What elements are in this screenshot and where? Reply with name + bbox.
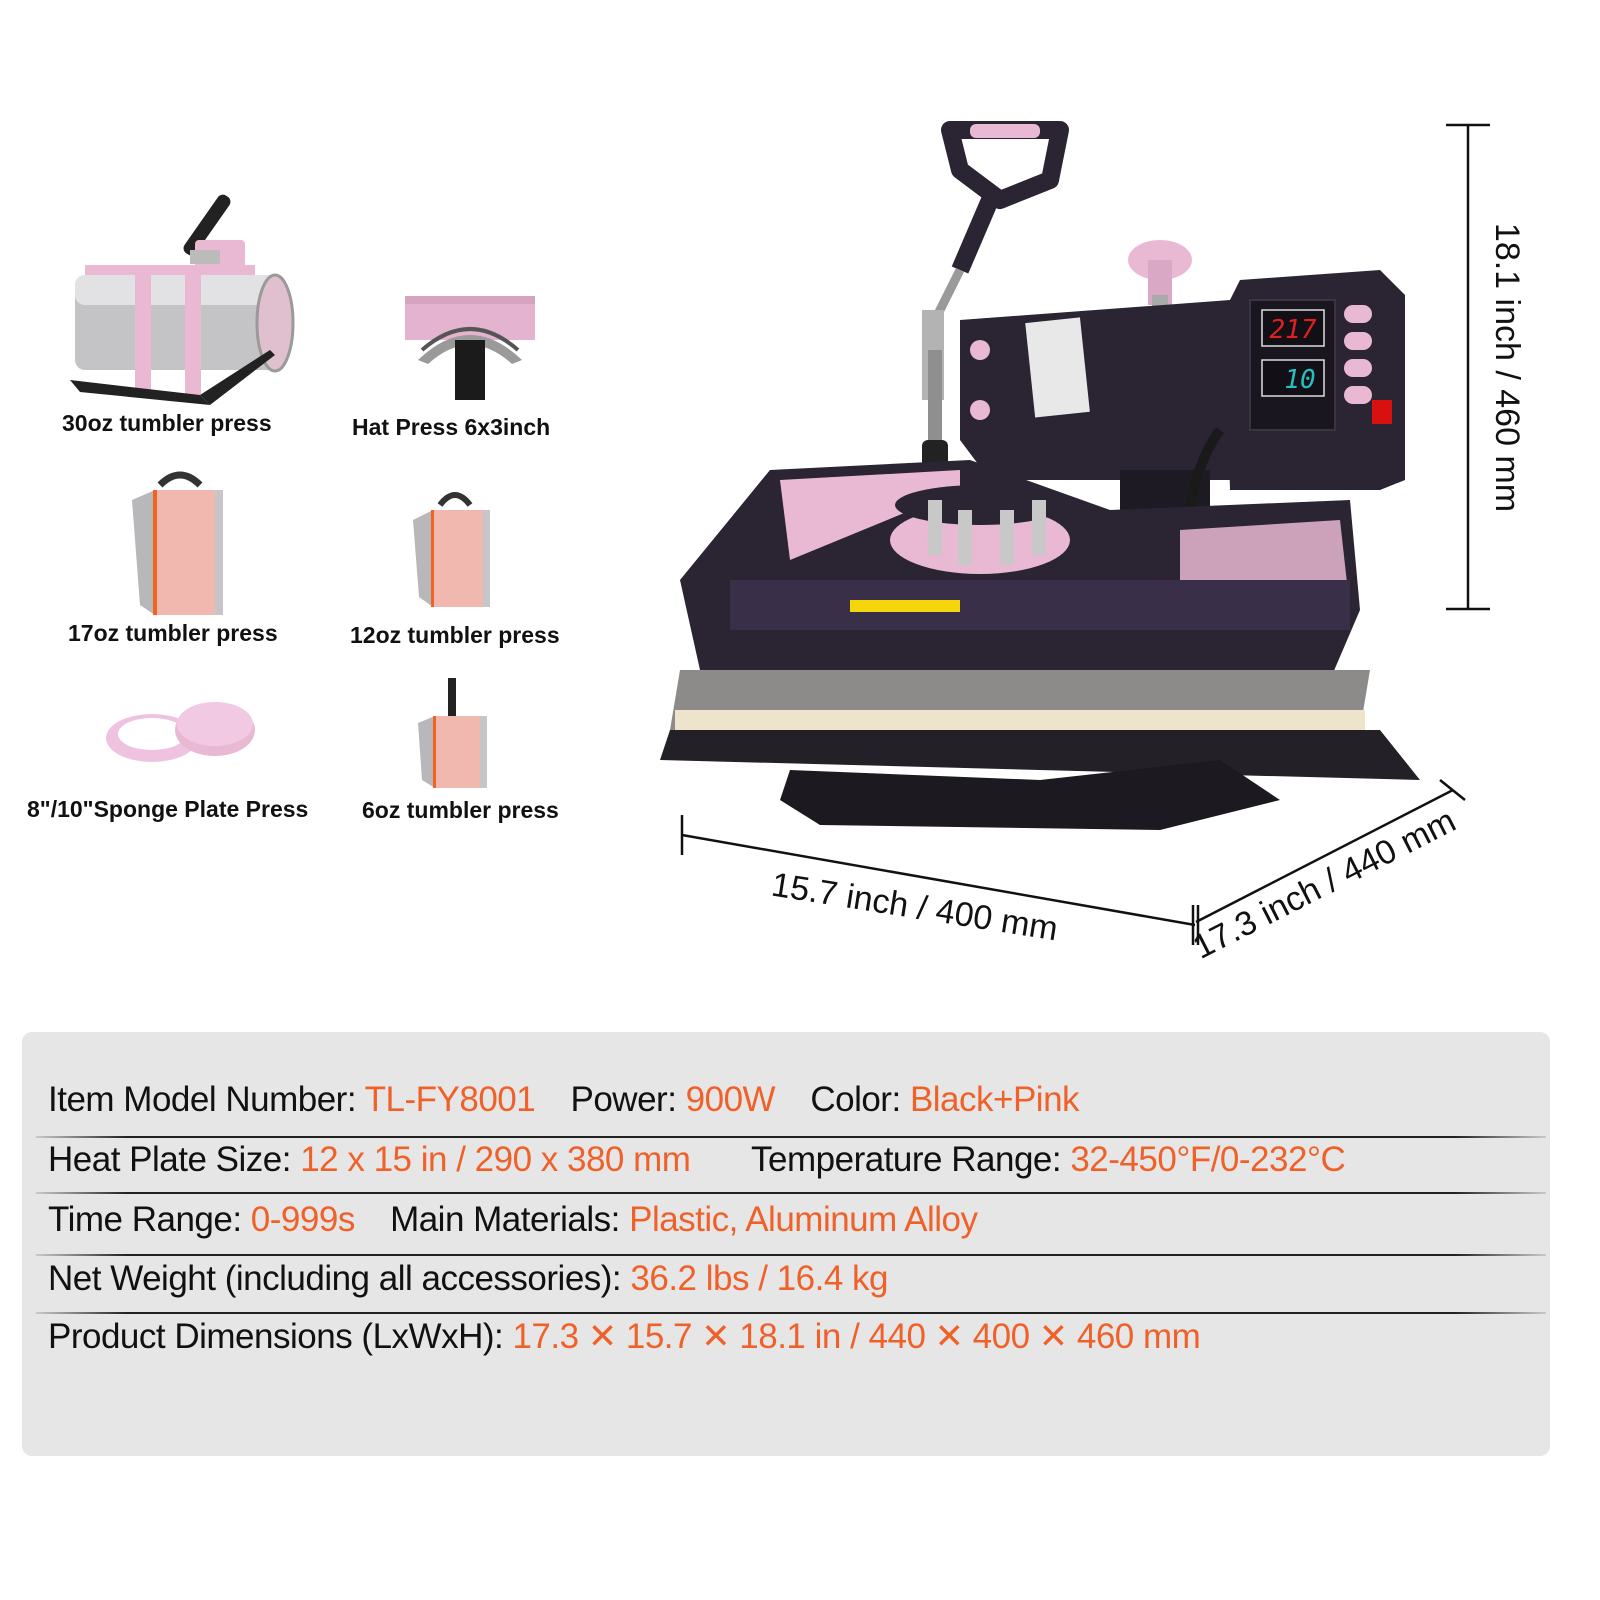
power-key: Power:	[570, 1080, 677, 1119]
model-key: Item Model Number:	[48, 1080, 357, 1119]
dimension-height-label: 18.1 inch / 460 mm	[1488, 222, 1527, 513]
accessory-label-30oz: 30oz tumbler press	[62, 410, 272, 436]
sponge-plate-press-icon	[100, 690, 260, 770]
weight-key: Net Weight (including all accessories):	[48, 1259, 622, 1298]
dimensions-value: 17.3 ✕ 15.7 ✕ 18.1 in / 440 ✕ 400 ✕ 460 …	[512, 1317, 1201, 1356]
spec-row-plate-temp: Heat Plate Size: 12 x 15 in / 290 x 380 …	[48, 1140, 1346, 1180]
tumbler-17oz-press-icon	[120, 465, 240, 620]
accessory-label-sponge: 8"/10"Sponge Plate Press	[27, 796, 309, 822]
dimensions-key: Product Dimensions (LxWxH):	[48, 1317, 504, 1356]
weight-value: 36.2 lbs / 16.4 kg	[630, 1259, 888, 1298]
accessory-label-17oz: 17oz tumbler press	[68, 620, 278, 646]
color-value: Black+Pink	[909, 1080, 1080, 1119]
power-value: 900W	[685, 1080, 776, 1119]
color-key: Color:	[810, 1080, 901, 1119]
model-value: TL-FY8001	[364, 1080, 536, 1119]
time-range-value: 0-999s	[250, 1200, 356, 1239]
spec-row-model-power-color: Item Model Number: TL-FY8001 Power: 900W…	[48, 1080, 1080, 1120]
temp-readout: 217	[1270, 315, 1317, 345]
plate-size-key: Heat Plate Size:	[48, 1140, 291, 1179]
hat-press-icon	[400, 290, 540, 410]
tumbler-30oz-press-icon	[60, 180, 300, 420]
accessory-label-6oz: 6oz tumbler press	[362, 797, 559, 823]
spec-row-dimensions: Product Dimensions (LxWxH): 17.3 ✕ 15.7 …	[48, 1317, 1201, 1357]
spec-divider	[36, 1312, 1546, 1314]
tumbler-6oz-press-icon	[410, 678, 500, 793]
heat-press-machine: 217 10	[660, 110, 1420, 830]
accessory-label-hat: Hat Press 6x3inch	[352, 414, 551, 440]
materials-key: Main Materials:	[390, 1200, 620, 1239]
spec-row-time-materials: Time Range: 0-999s Main Materials: Plast…	[48, 1200, 978, 1240]
materials-value: Plastic, Aluminum Alloy	[629, 1200, 978, 1239]
spec-divider	[36, 1192, 1546, 1194]
time-readout: 10	[1284, 365, 1315, 395]
spec-panel: Item Model Number: TL-FY8001 Power: 900W…	[22, 1032, 1550, 1456]
spec-divider	[36, 1254, 1546, 1256]
spec-divider	[36, 1136, 1546, 1138]
accessory-label-12oz: 12oz tumbler press	[350, 622, 560, 648]
spec-row-weight: Net Weight (including all accessories): …	[48, 1259, 888, 1299]
tumbler-12oz-press-icon	[405, 485, 505, 610]
temp-range-value: 32-450°F/0-232°C	[1070, 1140, 1346, 1179]
dimension-width-label: 15.7 inch / 400 mm	[768, 865, 1061, 949]
temp-range-key: Temperature Range:	[751, 1140, 1062, 1179]
plate-size-value: 12 x 15 in / 290 x 380 mm	[300, 1140, 691, 1179]
time-range-key: Time Range:	[48, 1200, 242, 1239]
